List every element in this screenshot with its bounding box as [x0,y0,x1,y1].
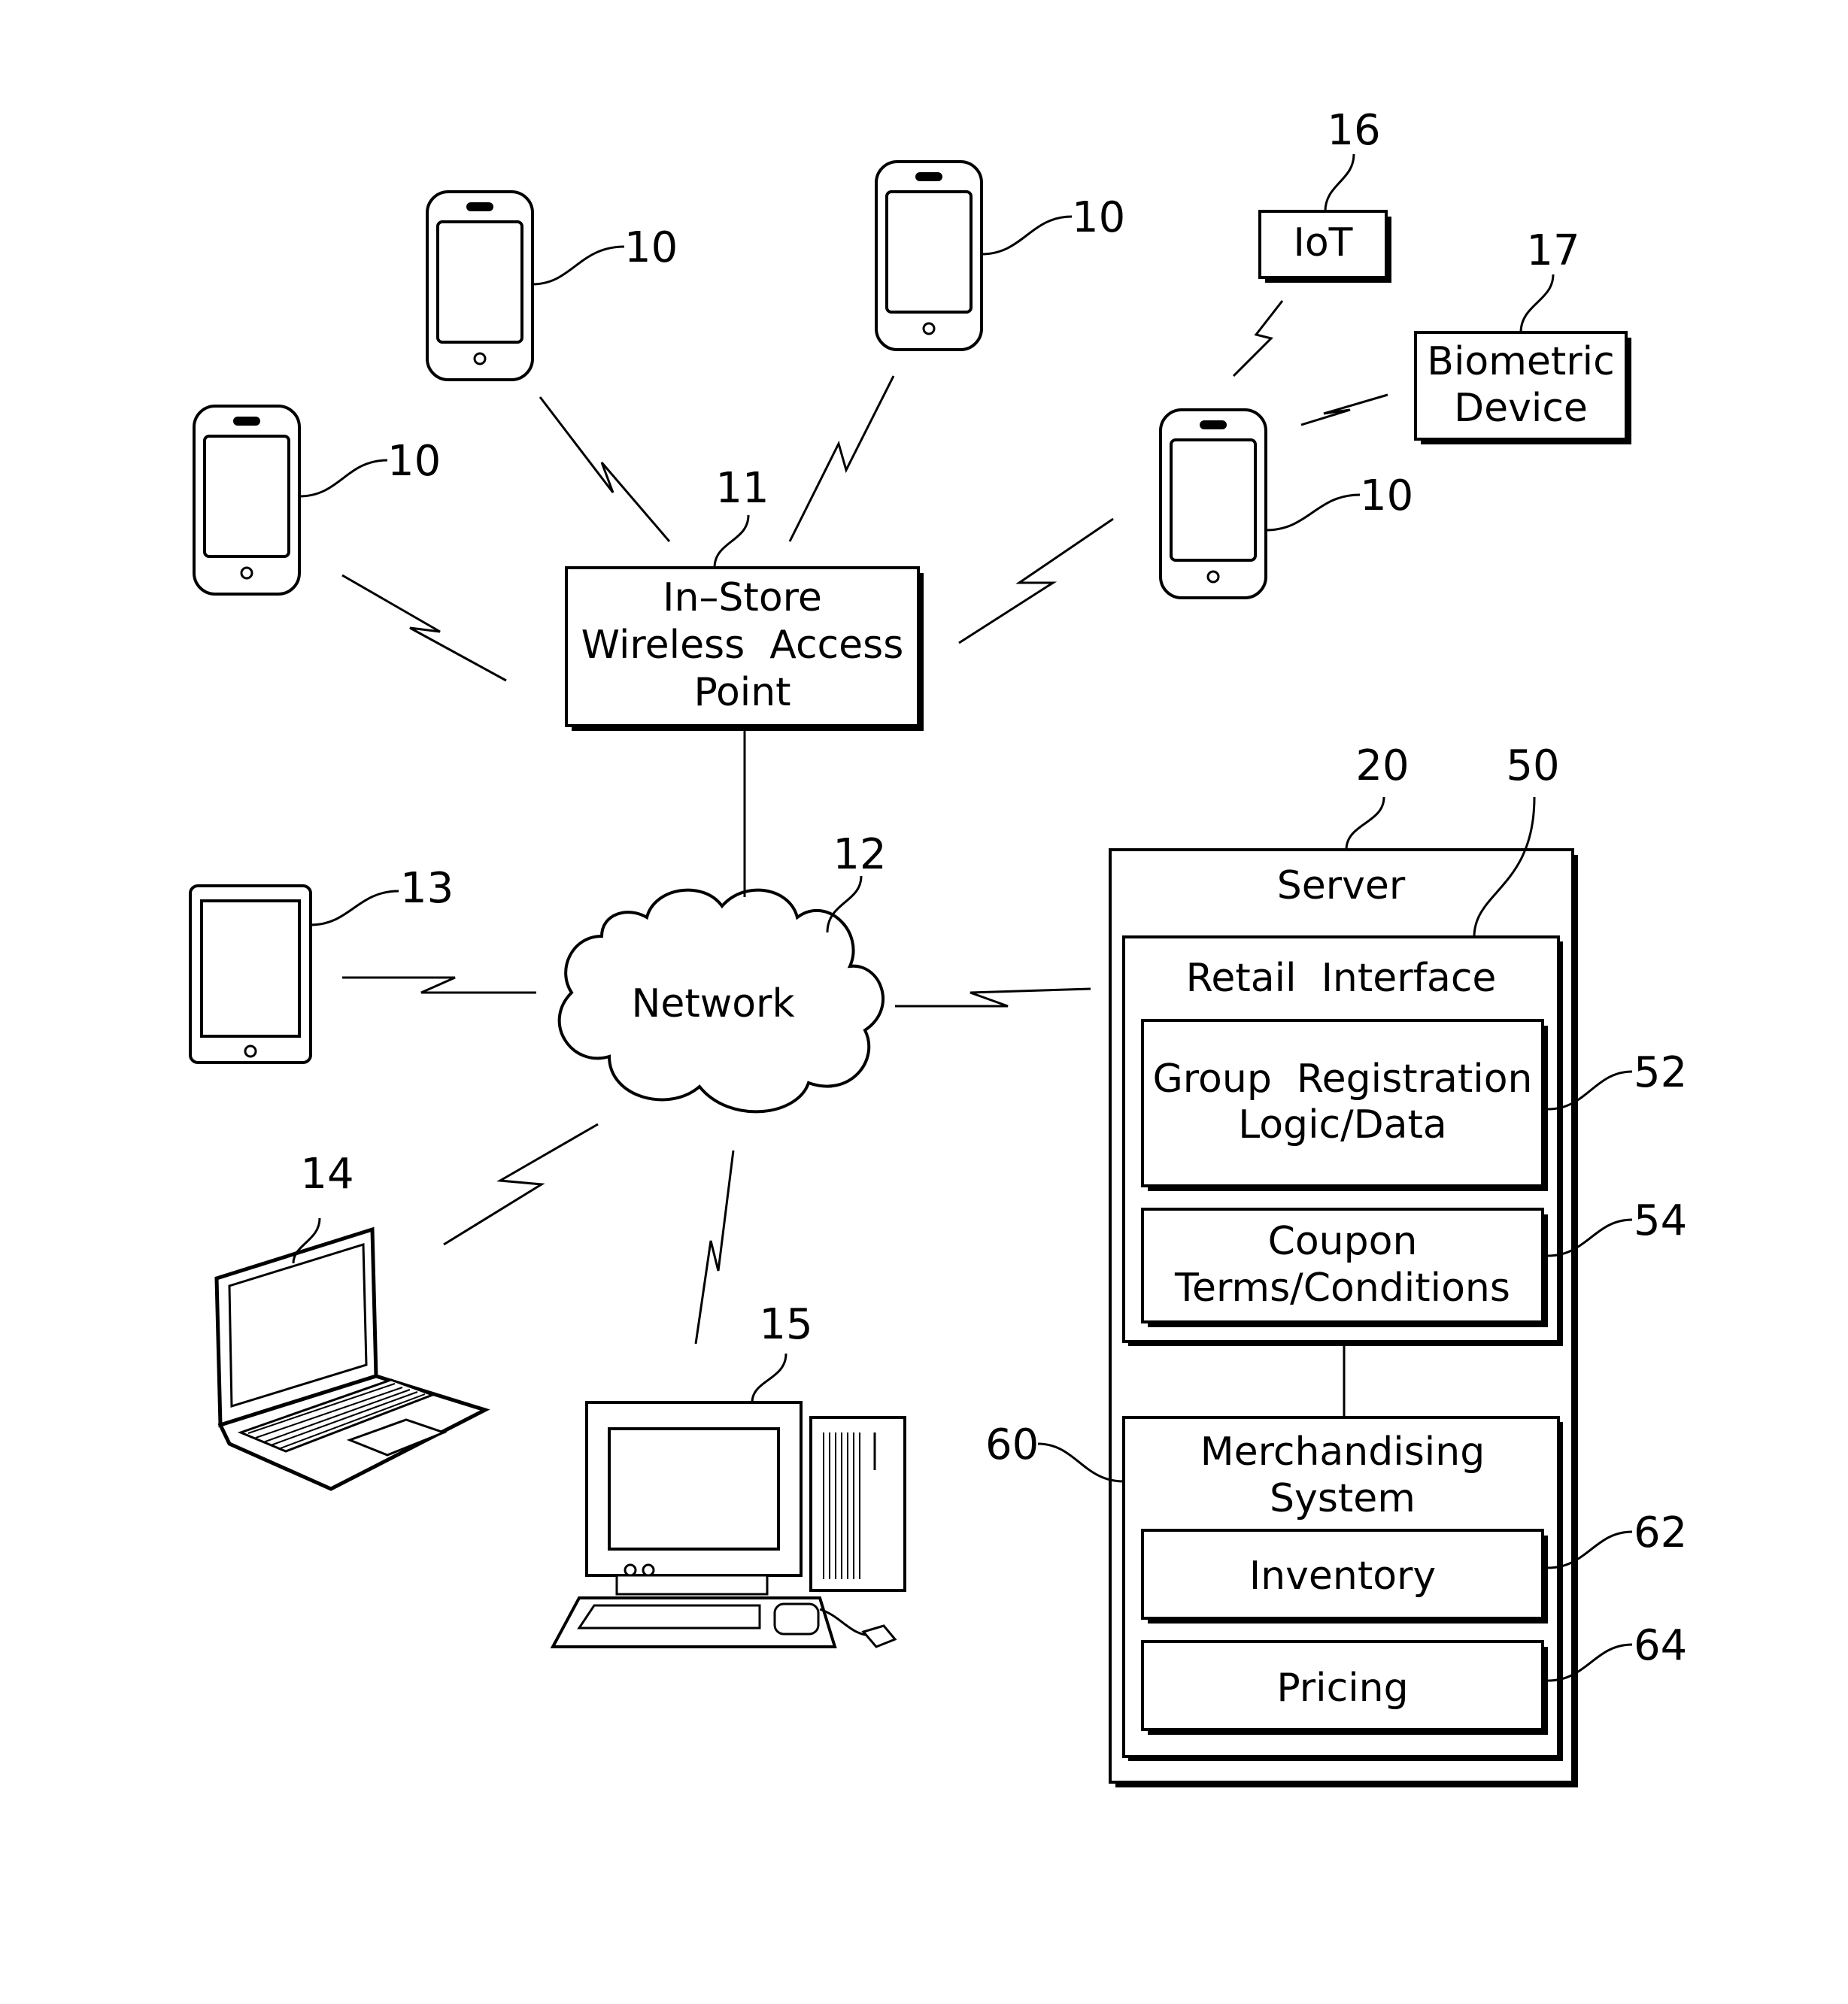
tablet-ref: 13 [400,864,454,913]
server-label: Server [1277,863,1406,908]
iot-device: IoT 16 [1260,106,1391,283]
phone-device-4: 10 [1161,410,1413,598]
laptop-ref: 14 [300,1150,354,1199]
desktop-ref: 15 [759,1300,812,1349]
group-registration-line1: Group Registration [1153,1057,1533,1102]
retail-interface: Retail Interface 50 Group Registration L… [1124,741,1687,1346]
phone-device-3: 10 [194,406,441,594]
biometric-label-line1: Biometric [1427,339,1614,384]
server-ref: 20 [1355,741,1409,790]
coupon-box: Coupon Terms/Conditions 54 [1142,1196,1687,1327]
access-point-line3: Point [693,670,790,715]
group-registration-line2: Logic/Data [1238,1102,1447,1148]
iot-label: IoT [1294,220,1353,265]
inventory-ref: 62 [1634,1508,1687,1557]
merchandising-system: Merchandising System 60 Inventory 62 Pri… [985,1417,1687,1761]
group-registration-ref: 52 [1634,1048,1687,1097]
retail-interface-ref: 50 [1506,741,1559,790]
merchandising-line2: System [1270,1476,1416,1521]
network-label: Network [631,981,794,1026]
phone-device-2: 10 [876,162,1125,350]
biometric-ref: 17 [1526,226,1579,275]
retail-interface-label: Retail Interface [1186,956,1497,1001]
pricing-ref: 64 [1634,1621,1687,1670]
tablet-device: 13 [190,864,454,1063]
access-point-ref: 11 [715,464,769,513]
laptop-device: 14 [217,1150,485,1489]
merchandising-line1: Merchandising [1200,1429,1485,1475]
server: Server 20 Retail Interface 50 Group Regi… [985,741,1687,1787]
biometric-device: Biometric Device 17 [1416,226,1631,444]
group-registration-box: Group Registration Logic/Data 52 [1142,1020,1687,1191]
network-ref: 12 [833,830,886,879]
phone-ref-2: 10 [1072,193,1125,242]
inventory-label: Inventory [1249,1554,1436,1599]
access-point-line1: In–Store [663,575,822,620]
biometric-label-line2: Device [1454,386,1588,431]
access-point-line2: Wireless Access [581,623,904,668]
phone-ref-4: 10 [1360,471,1413,520]
network-cloud: Network 12 [560,830,887,1111]
coupon-ref: 54 [1634,1196,1687,1245]
desktop-computer: 15 [553,1300,905,1647]
merchandising-ref: 60 [985,1420,1039,1469]
desktop-vents [824,1433,860,1579]
phone-device-1: 10 [427,192,678,380]
phone-ref-3: 10 [387,437,441,486]
phone-ref-1: 10 [624,223,678,272]
coupon-line1: Coupon [1268,1219,1418,1264]
access-point: In–Store Wireless Access Point 11 [566,464,924,731]
pricing-label: Pricing [1276,1666,1408,1711]
coupon-line2: Terms/Conditions [1174,1266,1510,1311]
iot-ref: 16 [1327,106,1380,155]
